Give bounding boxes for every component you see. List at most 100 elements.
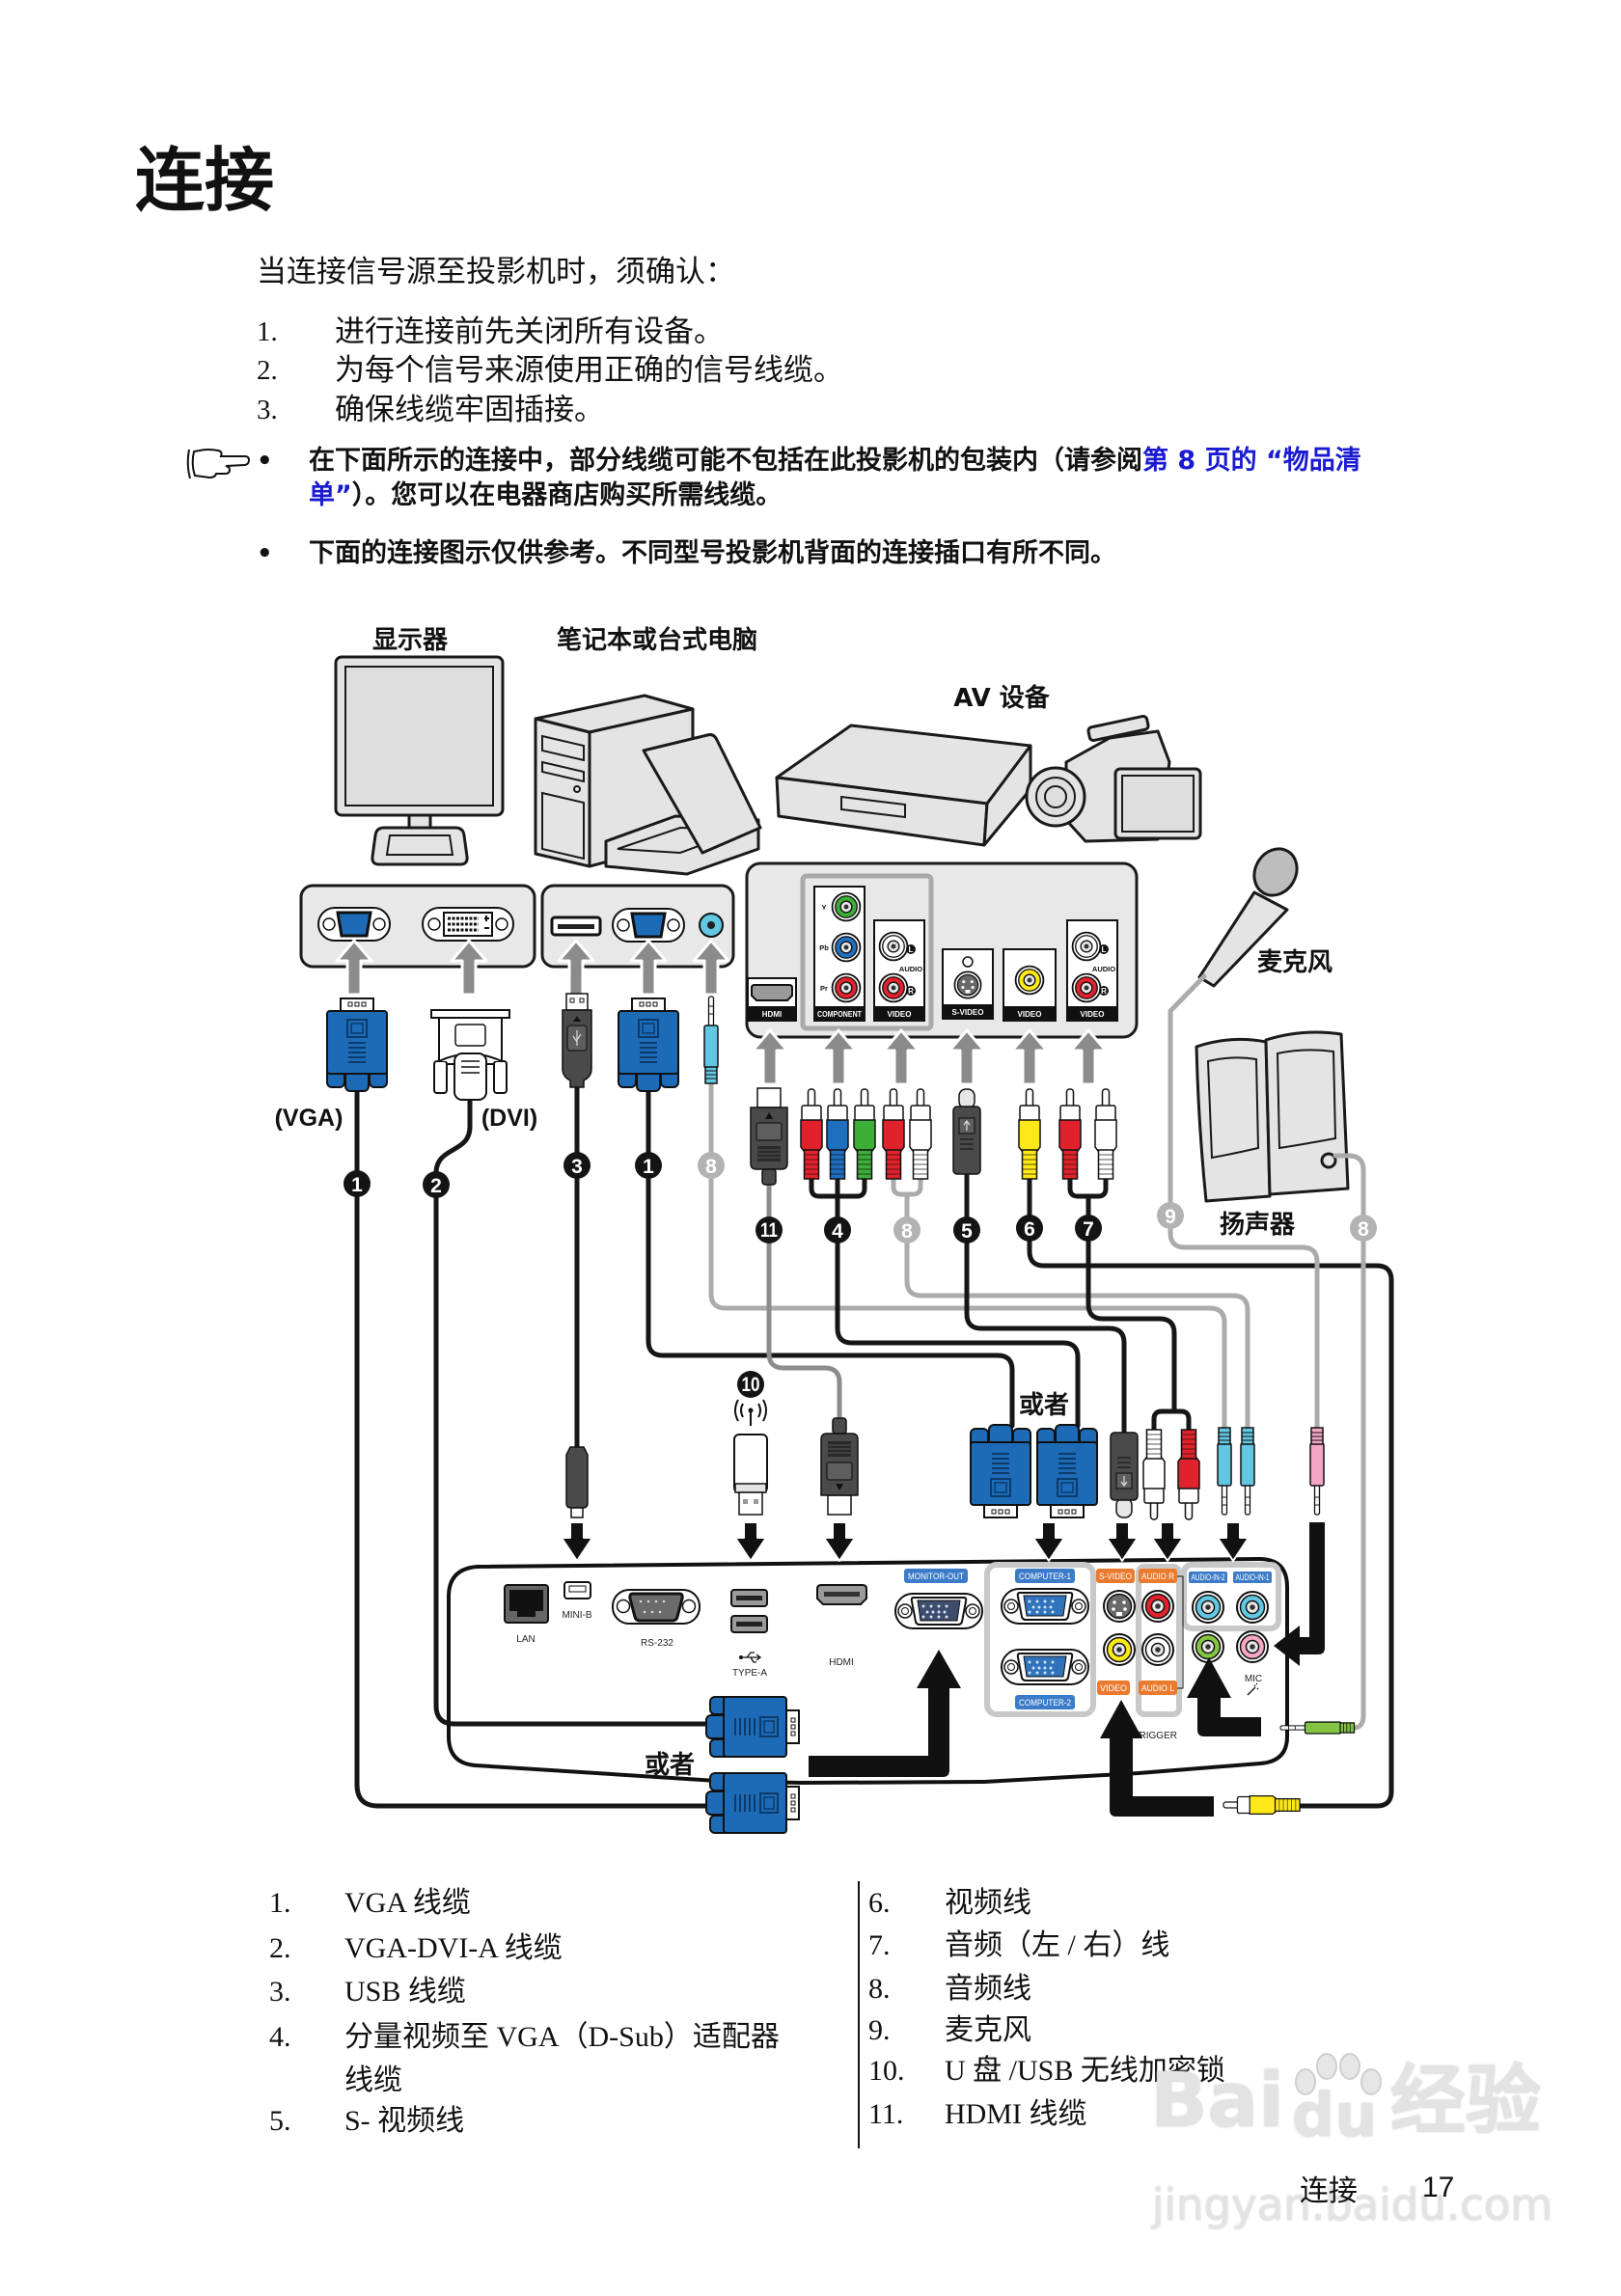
step-text: 确保线缆牢固插接。 <box>335 393 604 427</box>
note-2-text: 下面的连接图示仅供参考。不同型号投影机背面的连接插口有所不同。 <box>309 538 1116 568</box>
legend-text: 麦克风 <box>945 2014 1031 2046</box>
s-video-socket <box>953 970 982 999</box>
hdmi-plug <box>820 1417 859 1516</box>
cable-audio-lr <box>1085 1193 1177 1414</box>
audio-in-frame <box>1181 1562 1281 1631</box>
svg-text:11: 11 <box>760 1219 778 1242</box>
legend-text: 分量视频至 VGA（D-Sub）适配器线缆 <box>344 2021 780 2096</box>
monitor-out-socket <box>893 1592 984 1630</box>
monitor-port-panel <box>299 884 536 969</box>
cable-badge: 8 <box>893 1216 920 1244</box>
audio-in-2-label: AUDIO-IN-2 <box>1192 1572 1225 1583</box>
step-number: 2. <box>257 355 278 386</box>
monitor-out-label: MONITOR-OUT <box>908 1572 964 1582</box>
svg-text:8: 8 <box>901 1220 913 1243</box>
computer-port-panel <box>540 884 735 969</box>
usb-connector <box>562 993 592 1088</box>
computer-1-port: COMPUTER-1 <box>1000 1569 1090 1626</box>
cable-audio-lr-merge <box>1067 1176 1109 1199</box>
svg-text:7: 7 <box>1083 1218 1094 1241</box>
speaker-jack-plug <box>1279 1721 1356 1735</box>
s-video-label: S-VIDEO <box>1099 1572 1132 1582</box>
page-number: 17 <box>1422 2172 1455 2203</box>
s-video-port: S-VIDEO <box>1096 1569 1136 1623</box>
mini-b-label: MINI-B <box>562 1610 591 1621</box>
cable-badge: 8 <box>698 1152 725 1179</box>
arrow-down-icon <box>1217 1521 1250 1562</box>
audio-jack-plug <box>1240 1427 1255 1516</box>
cable-badge: 6 <box>1016 1215 1043 1242</box>
arrow-down-icon <box>734 1521 767 1562</box>
usb-type-a-label: TYPE-A <box>732 1668 767 1679</box>
trigger-label: 12V TRIGGER <box>1113 1731 1177 1741</box>
svg-text:4: 4 <box>832 1220 843 1243</box>
microphone-jack-plug <box>1309 1427 1325 1516</box>
svg-text:5: 5 <box>961 1220 973 1243</box>
component-pr-label: Pr <box>820 984 828 993</box>
legend-text: VGA 线缆 <box>344 1887 471 1919</box>
computer-2-socket <box>1000 1648 1090 1686</box>
monitor-out-arrow-icon <box>809 1650 961 1777</box>
computer-1-label: COMPUTER-1 <box>1019 1572 1071 1582</box>
av-audio-ports-2: L R AUDIO VIDEO <box>1066 919 1118 1022</box>
monitor-vga-port <box>317 907 391 942</box>
dvi-connector-label: (DVI) <box>481 1105 537 1132</box>
cable-hdmi <box>766 1182 842 1421</box>
svg-text:8: 8 <box>705 1156 717 1178</box>
rca-white-connector <box>909 1088 932 1180</box>
page-title: 连接 <box>135 140 275 221</box>
lan-label: LAN <box>516 1634 535 1645</box>
audio-left-marker: L <box>909 945 914 954</box>
watermark-brand-cn: 经验 <box>1389 2058 1541 2145</box>
footer-section: 连接 <box>1300 2174 1358 2208</box>
legend-text: 音频线 <box>945 1973 1031 2005</box>
av-component-label: COMPONENT <box>817 1010 862 1019</box>
audio-in-1-port: AUDIO-IN-1 <box>1233 1572 1272 1624</box>
audio-l-label: AUDIO L <box>1141 1683 1174 1694</box>
cable-badge: 4 <box>824 1216 851 1244</box>
audio-label: AUDIO <box>1092 965 1115 973</box>
audio-right-marker: R <box>1101 987 1107 996</box>
dvi-connector <box>430 1009 510 1101</box>
component-pr-port <box>831 972 862 1003</box>
s-video-plug <box>1110 1432 1139 1518</box>
monitor-dvi-port <box>422 907 514 942</box>
vga-connector <box>970 1424 1031 1518</box>
audio-jack-connector <box>703 996 719 1084</box>
cable-vga-computer <box>646 1088 1015 1429</box>
av-port-panel: HDMI Y Pb Pr COMPONENT L R AUDIO VIDEO <box>745 861 1139 1039</box>
audio-in-2-socket <box>1192 1591 1224 1624</box>
av-svideo-port: S-VIDEO <box>942 948 994 1020</box>
audio-out-arrow-icon <box>1187 1657 1261 1736</box>
cable-badge: 3 <box>563 1152 591 1179</box>
watermark-paw-text: du <box>1291 2080 1378 2150</box>
wireless-icon <box>734 1399 767 1426</box>
note-1-text: 在下面所示的连接中，部分线缆可能不包括在此投影机的包装内（请参阅 <box>309 446 1142 476</box>
video-port: VIDEO <box>1097 1633 1136 1695</box>
computer-2-label: COMPUTER-2 <box>1019 1698 1071 1708</box>
legend-text: S- 视频线 <box>344 2105 465 2137</box>
usb-wireless-dongle <box>733 1434 768 1516</box>
step-number: 1. <box>257 316 278 347</box>
cable-component <box>835 1176 1081 1429</box>
rca-yellow-connector <box>1018 1088 1041 1180</box>
cable-badge: 7 <box>1075 1215 1102 1242</box>
audio-jack-plug <box>1217 1427 1232 1516</box>
component-y-label: Y <box>821 903 826 912</box>
monitor-out-port: MONITOR-OUT <box>893 1569 984 1630</box>
cables <box>354 973 1394 1809</box>
rs232-label: RS-232 <box>641 1638 673 1649</box>
svg-text:1: 1 <box>351 1174 363 1196</box>
vga-connector <box>1036 1424 1098 1518</box>
packing-list-link[interactable]: 单” <box>309 480 352 510</box>
component-pb-label: Pb <box>819 943 829 952</box>
packing-list-link[interactable]: 第 8 页的 “物品清 <box>1142 446 1361 476</box>
component-group-frame <box>800 873 934 1031</box>
pointing-hand-icon <box>186 449 251 479</box>
svg-text:1: 1 <box>643 1156 654 1178</box>
legend-number: 9. <box>868 2014 891 2046</box>
audio-right-port <box>878 972 909 1003</box>
av-hdmi-port: HDMI <box>747 977 797 1022</box>
audio-l-socket <box>1141 1633 1174 1666</box>
legend-number: 11. <box>868 2098 904 2130</box>
